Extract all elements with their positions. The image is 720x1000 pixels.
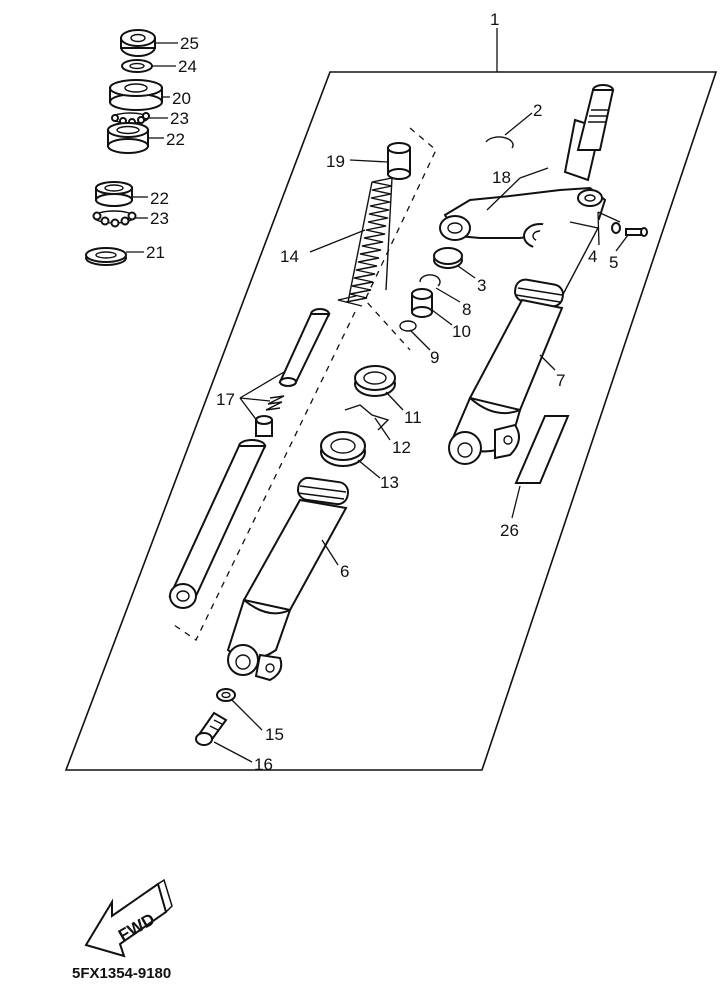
callout-11: 11 bbox=[404, 408, 422, 427]
callout-18: 18 bbox=[492, 168, 511, 187]
dust-seal-11 bbox=[354, 365, 396, 397]
spacer-19 bbox=[387, 142, 411, 180]
callout-23-upper: 23 bbox=[170, 109, 189, 128]
ball-race-22-upper bbox=[107, 122, 149, 154]
callout-8: 8 bbox=[462, 300, 471, 319]
callout-17: 17 bbox=[216, 390, 235, 409]
callout-1: 1 bbox=[490, 10, 499, 29]
callout-15: 15 bbox=[265, 725, 284, 744]
ball-race-22-lower bbox=[95, 181, 133, 207]
callout-22-lower: 22 bbox=[150, 189, 169, 208]
callout-19: 19 bbox=[326, 152, 345, 171]
callout-5: 5 bbox=[609, 253, 618, 272]
callout-9: 9 bbox=[430, 348, 439, 367]
callout-2: 2 bbox=[533, 101, 542, 120]
inner-tube-left bbox=[168, 439, 267, 609]
oil-seal-3 bbox=[433, 247, 463, 269]
callout-6: 6 bbox=[340, 562, 349, 581]
callout-23-lower: 23 bbox=[150, 209, 169, 228]
outer-tube-7 bbox=[448, 215, 605, 465]
callout-16: 16 bbox=[254, 755, 273, 774]
damper-rod-17 bbox=[255, 308, 331, 437]
callout-12: 12 bbox=[392, 438, 411, 457]
label-26 bbox=[514, 415, 570, 484]
callout-24: 24 bbox=[178, 57, 197, 76]
dashed-boundary-upper bbox=[364, 127, 437, 351]
callout-26: 26 bbox=[500, 521, 519, 540]
outer-tube-6 bbox=[226, 476, 349, 682]
o-ring-9 bbox=[399, 320, 417, 332]
steering-nut-25 bbox=[120, 29, 156, 57]
oil-seal-13 bbox=[320, 431, 366, 467]
part-code: 5FX1354-9180 bbox=[72, 965, 171, 982]
callout-20: 20 bbox=[172, 89, 191, 108]
dust-seal-21 bbox=[85, 247, 127, 266]
washer-4 bbox=[611, 222, 621, 234]
callout-22-upper: 22 bbox=[166, 130, 185, 149]
fwd-arrow-icon: FWD bbox=[84, 878, 173, 958]
callout-10: 10 bbox=[452, 322, 471, 341]
callout-21: 21 bbox=[146, 243, 165, 262]
dashed-boundary-lower bbox=[173, 311, 356, 641]
circlip-8 bbox=[419, 274, 441, 287]
callout-13: 13 bbox=[380, 473, 399, 492]
bolt-16 bbox=[195, 711, 228, 746]
leader-lines bbox=[126, 28, 629, 763]
ball-bearing-23-lower bbox=[92, 210, 137, 228]
bolt-5 bbox=[625, 227, 648, 237]
callout-7: 7 bbox=[556, 371, 565, 390]
retaining-clip-12 bbox=[344, 404, 390, 431]
callout-4: 4 bbox=[588, 247, 597, 266]
circlip-2 bbox=[485, 136, 514, 149]
ball-race-cover-20 bbox=[109, 79, 163, 111]
callout-3: 3 bbox=[477, 276, 486, 295]
gasket-15 bbox=[216, 688, 236, 702]
callout-14: 14 bbox=[280, 247, 299, 266]
washer-24 bbox=[121, 59, 153, 73]
damper-rod-seat-10 bbox=[411, 288, 433, 318]
inner-tube-right bbox=[563, 84, 615, 182]
callout-25: 25 bbox=[180, 34, 199, 53]
assembly-outline bbox=[64, 71, 718, 771]
fork-spring-14 bbox=[337, 177, 393, 307]
